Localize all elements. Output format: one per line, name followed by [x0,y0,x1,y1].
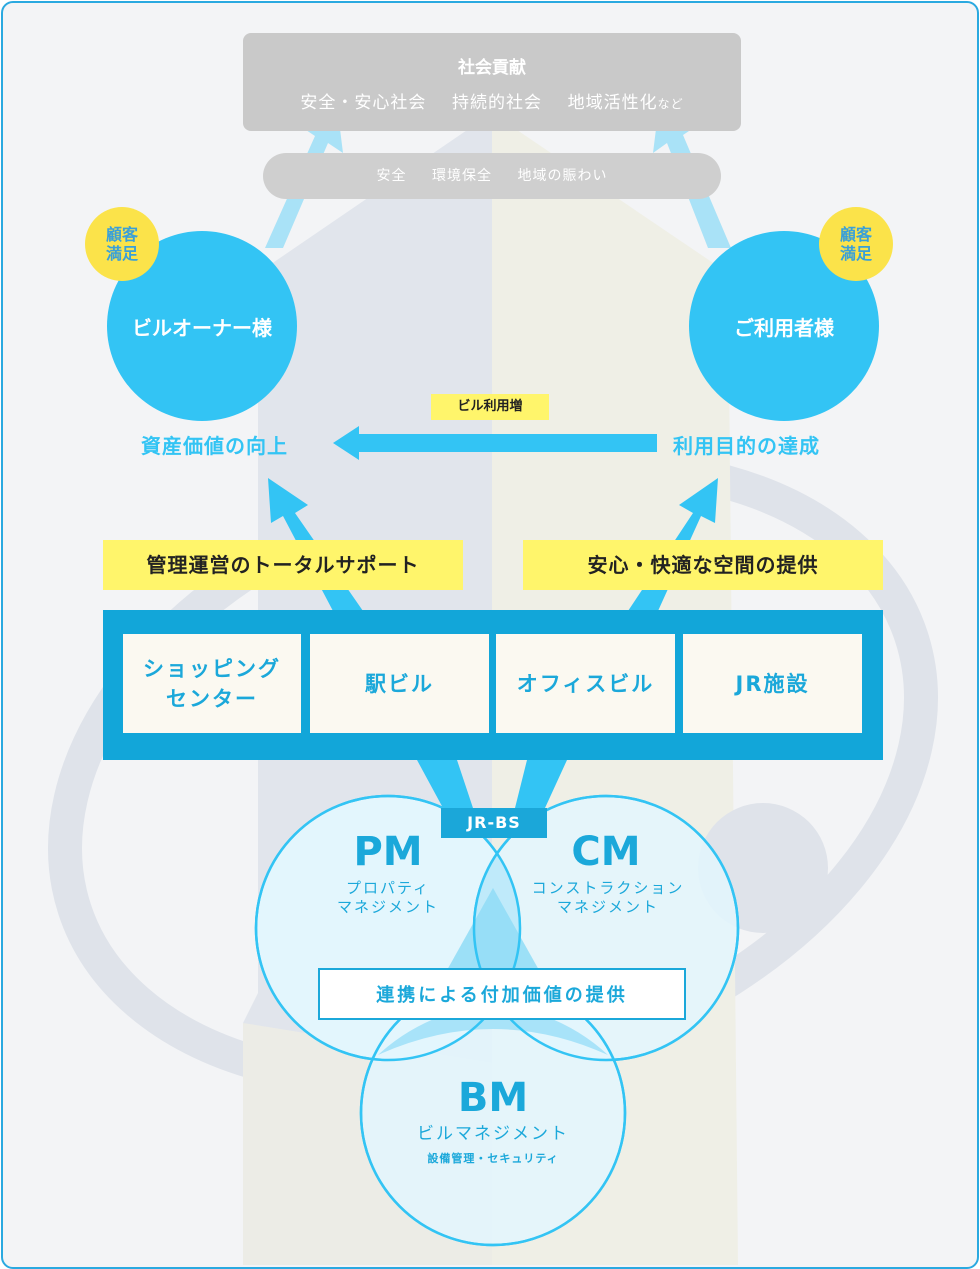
total-support-tag: 管理運営のトータルサポート [103,540,463,590]
social-contribution-items: 安全・安心社会 持続的社会 地域活性化など [243,88,741,113]
badge-line: 満足 [105,244,138,263]
facility-shopping-center: ショッピングセンター [123,634,301,733]
satisfaction-badge-left: 顧客満足 [85,207,159,281]
facility-label: ショッピング [143,656,281,681]
connector-right [515,760,567,808]
bm-description: ビルマネジメント [417,1124,569,1144]
social-item: 持続的社会 [451,93,542,113]
arrow-horizontal-body [355,434,657,452]
social-item: 地域活性化 [567,93,658,113]
social-item: 安全・安心社会 [300,93,427,113]
comfortable-space-tag: 安心・快適な空間の提供 [523,540,883,590]
badge-line: 顧客 [839,225,872,244]
facility-label: 駅ビル [365,671,434,696]
bm-abbr: BM [457,1075,529,1121]
cm-sub: マネジメント [556,898,659,916]
cm-abbr: CM [571,829,641,875]
facility-station-building: 駅ビル [310,634,489,733]
arrow-horizontal-head [333,426,359,460]
value-item: 地域の賑わい [517,168,608,184]
social-items-suffix: など [657,97,684,111]
connector-left [417,760,473,808]
facility-office-building: オフィスビル [496,634,675,733]
value-item: 環境保全 [432,168,492,184]
pm-abbr: PM [353,829,423,875]
asset-value-label: 資産価値の向上 [141,434,288,458]
facility-label: JR施設 [735,671,810,696]
facility-jr: JR施設 [683,634,862,733]
social-contribution-box: 社会貢献 安全・安心社会 持続的社会 地域活性化など [243,33,741,131]
bm-detail: 設備管理・セキュリティ [427,1152,559,1165]
facilities-panel: ショッピングセンター 駅ビル オフィスビル JR施設 [103,610,883,760]
cm-sub: コンストラクション [531,879,685,897]
building-use-increase-tag: ビル利用増 [431,394,549,420]
badge-line: 顧客 [105,225,138,244]
satisfaction-badge-right: 顧客満足 [819,207,893,281]
facility-label: オフィスビル [516,671,655,696]
pm-sub: プロパティ [345,879,431,897]
values-pill: 安全 環境保全 地域の賑わい [263,153,721,199]
badge-line: 満足 [839,244,872,263]
facility-label: センター [166,686,258,711]
pm-sub: マネジメント [336,898,439,916]
pm-description: プロパティマネジメント [293,879,483,917]
building-owner-label: ビルオーナー様 [132,315,272,340]
user-label: ご利用者様 [734,315,834,340]
cm-description: コンストラクションマネジメント [503,879,713,917]
jr-bs-tag: JR-BS [441,808,547,838]
venn-overlap-bottom [378,1003,608,1055]
value-item: 安全 [376,168,407,184]
social-contribution-title: 社会貢献 [458,58,526,78]
collaboration-label: 連携による付加価値の提供 [318,968,686,1020]
purpose-achieved-label: 利用目的の達成 [673,434,820,458]
